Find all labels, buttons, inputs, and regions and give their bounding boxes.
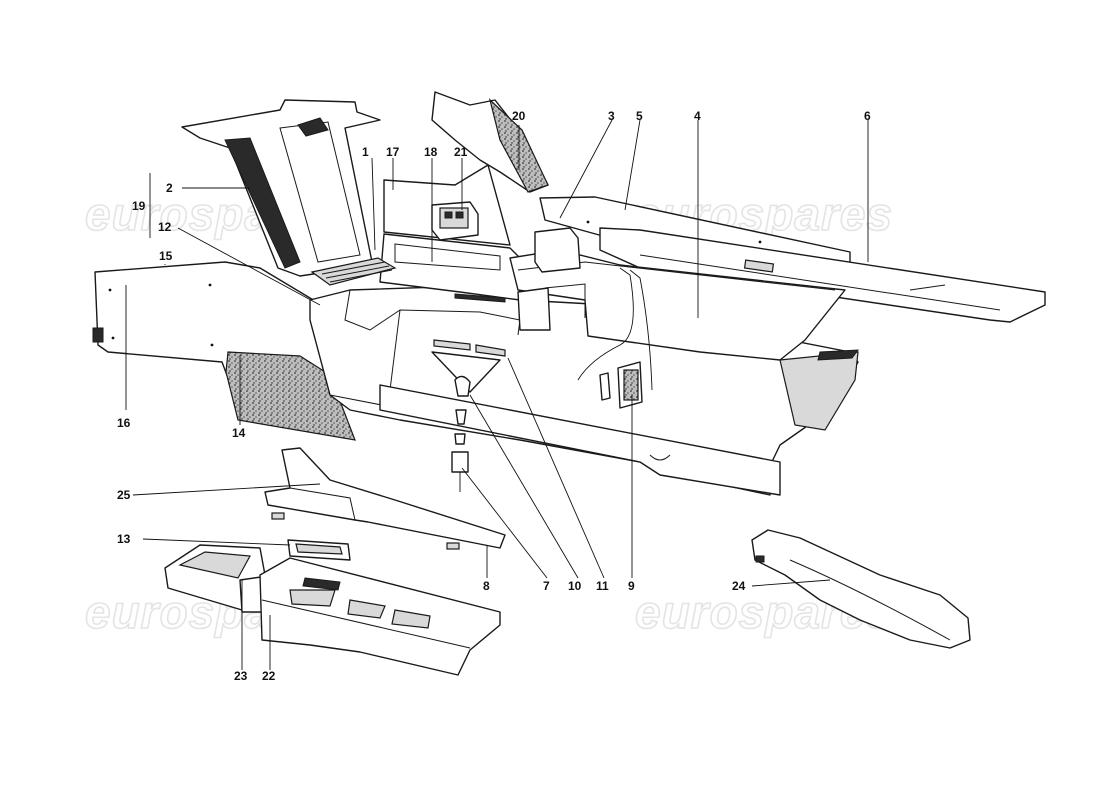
callout-19: 19: [132, 199, 146, 213]
part-lower-console-tray: [259, 557, 501, 676]
callout-13: 13: [117, 532, 131, 546]
part-storage-tray: [599, 227, 1046, 323]
callout-10: 10: [568, 579, 582, 593]
callout-18: 18: [424, 145, 438, 159]
callout-17: 17: [386, 145, 400, 159]
part-handbrake-cover: [264, 447, 506, 550]
part-wiring: [577, 267, 653, 391]
leader-lines: [125, 119, 869, 670]
callout-14: 14: [232, 426, 246, 440]
callout-9: 9: [628, 579, 635, 593]
part-console-front-plate: [431, 339, 506, 397]
callout-5: 5: [636, 109, 643, 123]
part-rear-panel: [379, 233, 521, 303]
callout-22: 22: [262, 669, 276, 683]
callout-1: 1: [362, 145, 369, 159]
callout-20: 20: [512, 109, 526, 123]
part-relay-module: [431, 201, 479, 241]
part-vent-grille: [310, 257, 397, 286]
part-plug-connector: [451, 409, 469, 492]
callout-7: 7: [543, 579, 550, 593]
callout-15: 15: [159, 249, 173, 263]
callout-24: 24: [732, 579, 746, 593]
part-coin-tray: [287, 539, 351, 561]
callout-21: 21: [454, 145, 468, 159]
part-gear-boot: [751, 529, 971, 649]
callout-3: 3: [608, 109, 615, 123]
callout-labels: 1 2 3 4 5 6 7 8 9 10 11 12 13 14 15 16 1…: [117, 109, 871, 683]
callout-8: 8: [483, 579, 490, 593]
part-carpet-panel: [225, 351, 356, 441]
callout-11: 11: [596, 579, 609, 593]
callout-2: 2: [166, 181, 173, 195]
callout-23: 23: [234, 669, 248, 683]
part-tunnel-upper-cover: [181, 99, 381, 277]
callout-25: 25: [117, 488, 131, 502]
part-switch-block: [599, 361, 643, 409]
callout-16: 16: [117, 416, 131, 430]
callout-4: 4: [694, 109, 701, 123]
callout-12: 12: [158, 220, 172, 234]
callout-6: 6: [864, 109, 871, 123]
part-bracket: [517, 227, 586, 331]
